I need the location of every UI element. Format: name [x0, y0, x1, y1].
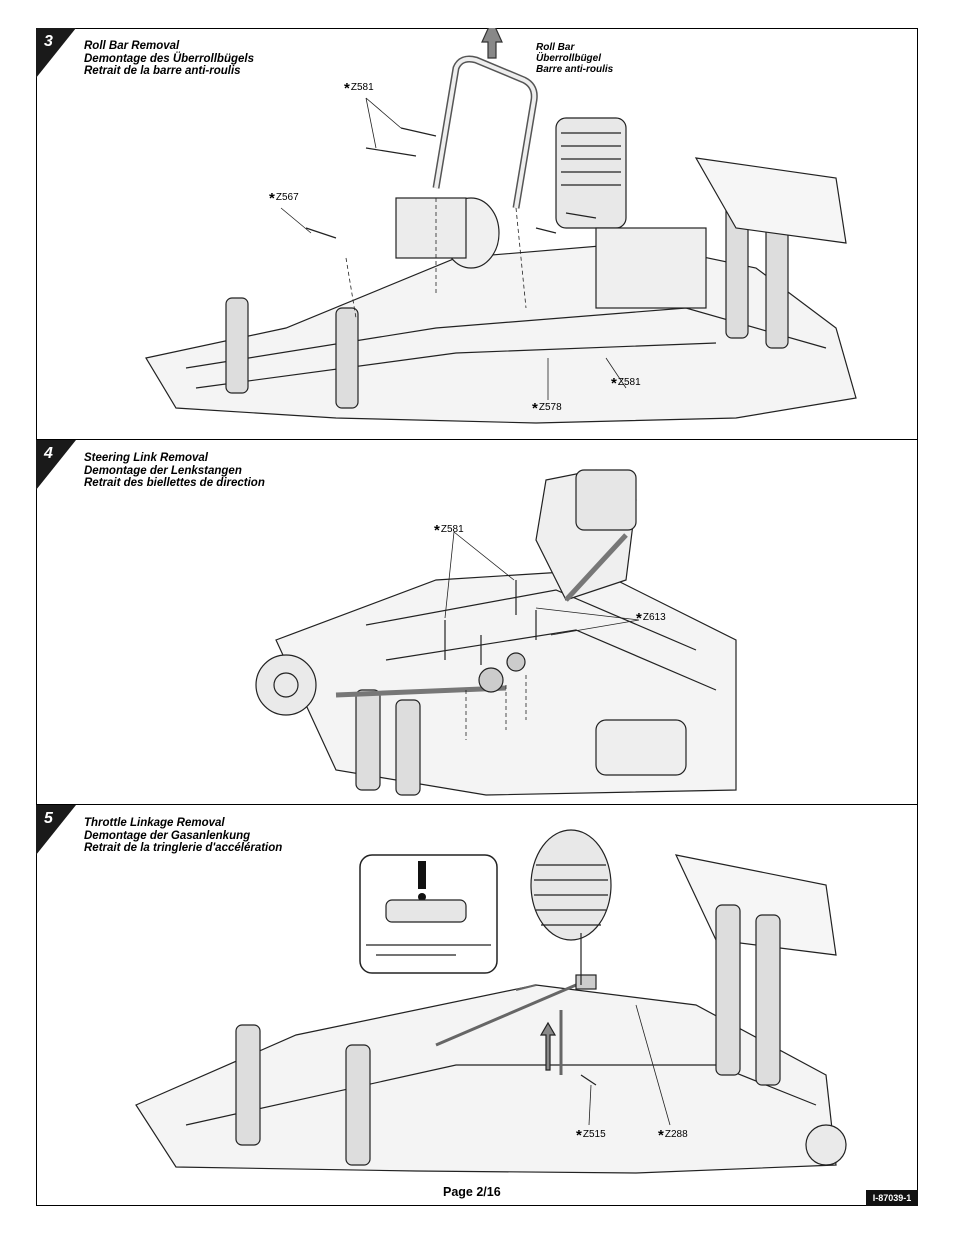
steering-link-removal-illustration: [255, 469, 737, 796]
title-en: Roll Bar Removal: [84, 40, 180, 52]
part-label-z515: *Z515: [576, 1127, 606, 1144]
part-label-z581: *Z581: [434, 522, 464, 539]
step-number: 5: [44, 810, 53, 827]
step-number-tab: [36, 440, 76, 490]
manual-page-frame: [36, 28, 918, 1206]
roll-bar-callout: Roll Bar Überrollbügel Barre anti-roulis: [536, 42, 614, 75]
part-label-z578: *Z578: [532, 400, 562, 417]
step-titles: Throttle Linkage Removal Demontage der G…: [84, 817, 282, 855]
title-de: Demontage der Gasanlenkung: [84, 829, 251, 842]
part-label-z613: *Z613: [636, 610, 666, 627]
title-en: Throttle Linkage Removal: [84, 817, 225, 829]
step-4-panel: 4 Steering Link Removal Demontage der Le…: [36, 439, 918, 804]
step-3-panel: 3 Roll Bar Removal Demontage des Überrol…: [36, 28, 918, 439]
step-titles: Steering Link Removal Demontage der Lenk…: [84, 452, 265, 490]
title-fr: Retrait des biellettes de direction: [84, 477, 265, 489]
part-label-z581: *Z581: [344, 80, 374, 97]
throttle-linkage-removal-illustration: [135, 829, 847, 1174]
title-fr: Retrait de la barre anti-roulis: [84, 65, 241, 77]
roll-bar-removal-illustration: [145, 28, 857, 424]
page-number: Page 2/16: [443, 1185, 501, 1199]
title-de: Demontage des Überrollbügels: [84, 52, 254, 65]
step-number-tab: [36, 805, 76, 855]
step-number: 3: [44, 33, 53, 50]
step-number-tab: [36, 28, 76, 78]
title-fr: Retrait de la tringlerie d'accélération: [84, 842, 283, 854]
step-5-panel: 5 Throttle Linkage Removal Demontage der…: [36, 804, 918, 1206]
title-en: Steering Link Removal: [84, 452, 208, 464]
title-de: Demontage der Lenkstangen: [84, 464, 242, 477]
part-label-z567: *Z567: [269, 190, 299, 207]
step-titles: Roll Bar Removal Demontage des Überrollb…: [84, 40, 254, 78]
part-label-z581: *Z581: [611, 375, 641, 392]
step-number: 4: [44, 445, 53, 462]
part-label-z288: *Z288: [658, 1127, 688, 1144]
document-id-badge: I-87039-1: [866, 1190, 918, 1206]
